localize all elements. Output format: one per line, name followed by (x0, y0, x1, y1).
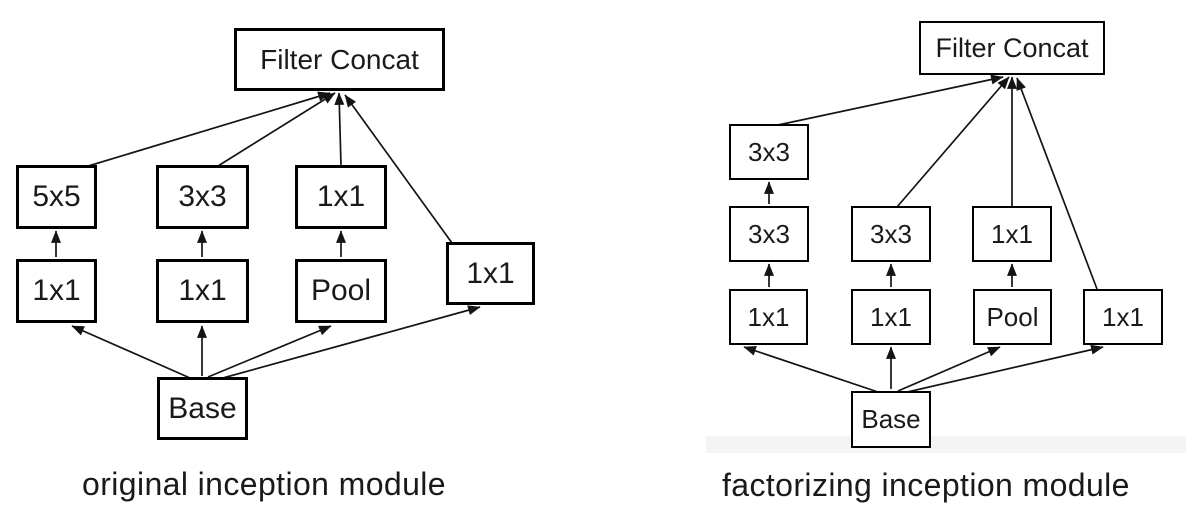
edge-base-to-pool-r (897, 346, 1001, 392)
left-conv-5x5-box: 5x5 (16, 165, 97, 229)
right-reduce-1x1-b-box: 1x1 (851, 289, 931, 345)
right-panel-caption: factorizing inception module (722, 467, 1130, 503)
left-base-box: Base (157, 377, 248, 440)
edge-1x1-to-concat (334, 92, 345, 167)
edge-base-to-pool (207, 325, 332, 378)
edge-3x3-to-concat-r (896, 76, 1010, 208)
left-panel-caption: original inception module (82, 466, 446, 502)
right-conv-1x1-top-box: 1x1 (972, 206, 1052, 262)
right-conv-3x3-mid-box: 3x3 (729, 206, 809, 262)
right-conv-3x3-box: 3x3 (851, 206, 931, 262)
edge-base-to-branch1x1-r (902, 344, 1104, 394)
right-base-box: Base (851, 391, 931, 448)
edge-base-to-1x1a-r (743, 346, 879, 393)
left-pool-box: Pool (295, 259, 387, 323)
right-branch-1x1-box: 1x1 (1083, 289, 1163, 345)
edge-branch1x1-to-concat-r (1016, 77, 1098, 290)
edge-3x3top-to-concat (777, 74, 1004, 126)
edge-5x5-to-concat (84, 91, 331, 168)
left-reduce-1x1-b-box: 1x1 (156, 259, 249, 323)
right-filter-concat-box: Filter Concat (919, 21, 1105, 75)
left-reduce-1x1-a-box: 1x1 (16, 259, 97, 323)
right-reduce-1x1-a-box: 1x1 (729, 289, 808, 345)
right-panel-background-band (706, 436, 1186, 453)
edge-base-to-branch1x1 (211, 305, 481, 382)
edge-3x3-to-concat (217, 92, 336, 167)
right-conv-3x3-top-box: 3x3 (729, 124, 809, 180)
left-conv-3x3-box: 3x3 (156, 165, 249, 229)
edge-branch1x1-to-concat (344, 94, 453, 244)
left-filter-concat-box: Filter Concat (234, 28, 445, 91)
right-pool-box: Pool (973, 289, 1052, 345)
left-conv-1x1-top-box: 1x1 (295, 165, 387, 229)
left-branch-1x1-box: 1x1 (446, 242, 535, 305)
edge-base-to-1x1a (71, 325, 191, 379)
